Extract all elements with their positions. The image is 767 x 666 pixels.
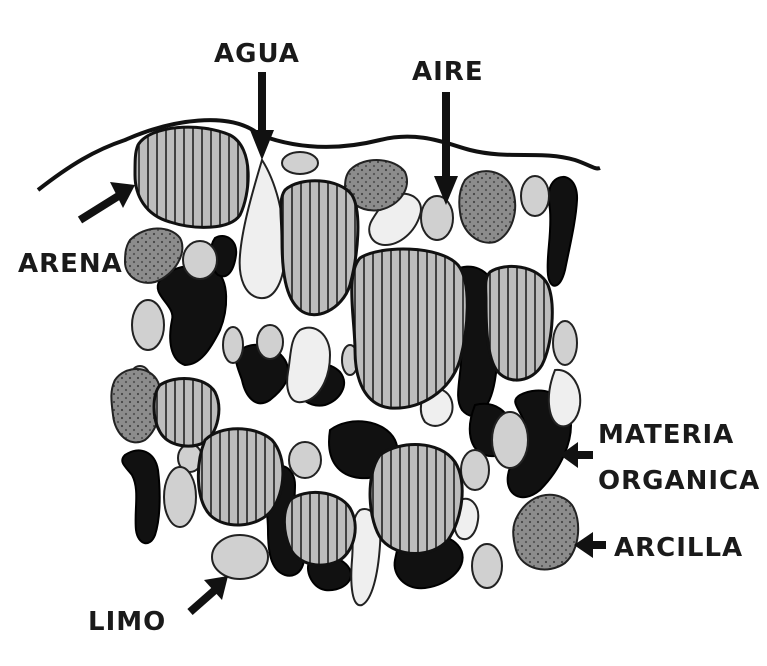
organic-blob bbox=[158, 266, 226, 365]
silt-particle bbox=[472, 544, 502, 588]
sand-grain bbox=[281, 181, 358, 315]
silt-particle bbox=[521, 176, 549, 216]
aire-arrow bbox=[434, 92, 458, 205]
silt-particle bbox=[257, 325, 283, 359]
limo-arrow bbox=[190, 576, 228, 612]
sand-grain bbox=[284, 492, 355, 565]
label-limo: LIMO bbox=[88, 607, 166, 637]
arcilla-arrow bbox=[574, 532, 606, 558]
sand-grain bbox=[486, 266, 553, 380]
sand-grain bbox=[370, 445, 462, 554]
agua-arrow bbox=[250, 72, 274, 160]
sand-grain bbox=[352, 249, 468, 408]
silt-particle bbox=[553, 321, 577, 365]
water-drop bbox=[549, 370, 580, 426]
label-organica: ORGANICA bbox=[598, 466, 760, 496]
silt-particle bbox=[212, 535, 268, 579]
label-arena: ARENA bbox=[18, 249, 123, 279]
clay-particle bbox=[459, 171, 515, 243]
sand-grain bbox=[198, 429, 283, 525]
silt-particle bbox=[132, 300, 164, 350]
sand-grain bbox=[135, 127, 248, 227]
silt-particle bbox=[289, 442, 321, 478]
silt-particle bbox=[282, 152, 318, 174]
silt-particle bbox=[421, 196, 453, 240]
label-agua: AGUA bbox=[214, 39, 300, 69]
organic-blob bbox=[548, 177, 577, 286]
silt-particle bbox=[461, 450, 489, 490]
arena-arrow bbox=[80, 182, 135, 220]
label-arcilla: ARCILLA bbox=[614, 533, 743, 563]
silt-particle bbox=[164, 467, 196, 527]
label-aire: AIRE bbox=[412, 57, 484, 87]
organic-blob bbox=[122, 450, 159, 543]
silt-particle bbox=[183, 241, 217, 279]
silt-particle bbox=[492, 412, 528, 468]
label-materia: MATERIA bbox=[598, 420, 734, 450]
clay-particle bbox=[513, 495, 578, 570]
silt-particle bbox=[223, 327, 243, 363]
